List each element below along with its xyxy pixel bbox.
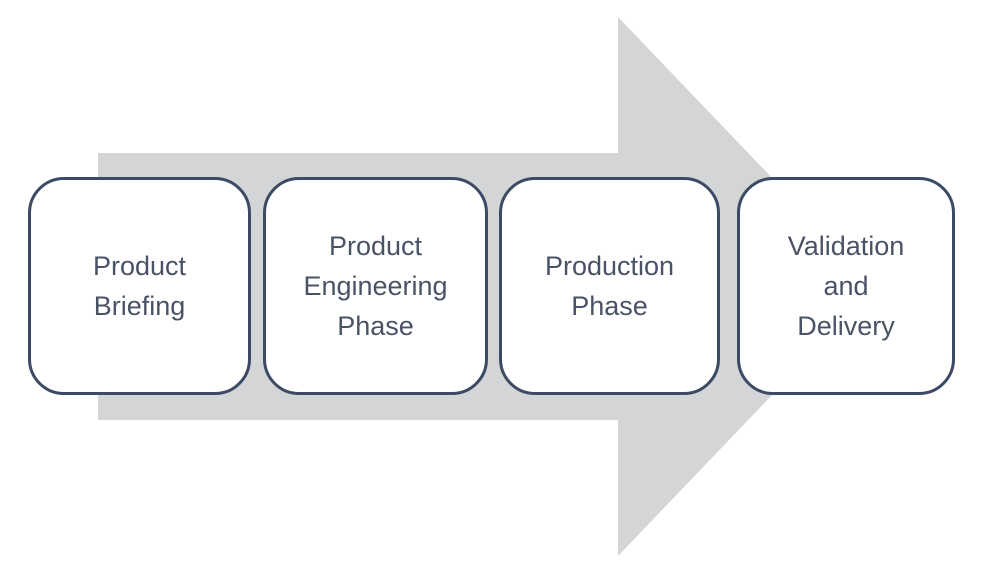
step-box-production-phase: Production Phase bbox=[499, 177, 720, 395]
step-box-validation-and-delivery: Validation and Delivery bbox=[737, 177, 955, 395]
step-label: Validation and Delivery bbox=[787, 231, 905, 341]
step-label: Product Briefing bbox=[92, 251, 187, 321]
step-box-product-engineering-phase: Product Engineering Phase bbox=[263, 177, 488, 395]
step-box-product-briefing: Product Briefing bbox=[28, 177, 251, 395]
step-label: Production Phase bbox=[544, 251, 675, 321]
step-label: Product Engineering Phase bbox=[303, 231, 448, 341]
